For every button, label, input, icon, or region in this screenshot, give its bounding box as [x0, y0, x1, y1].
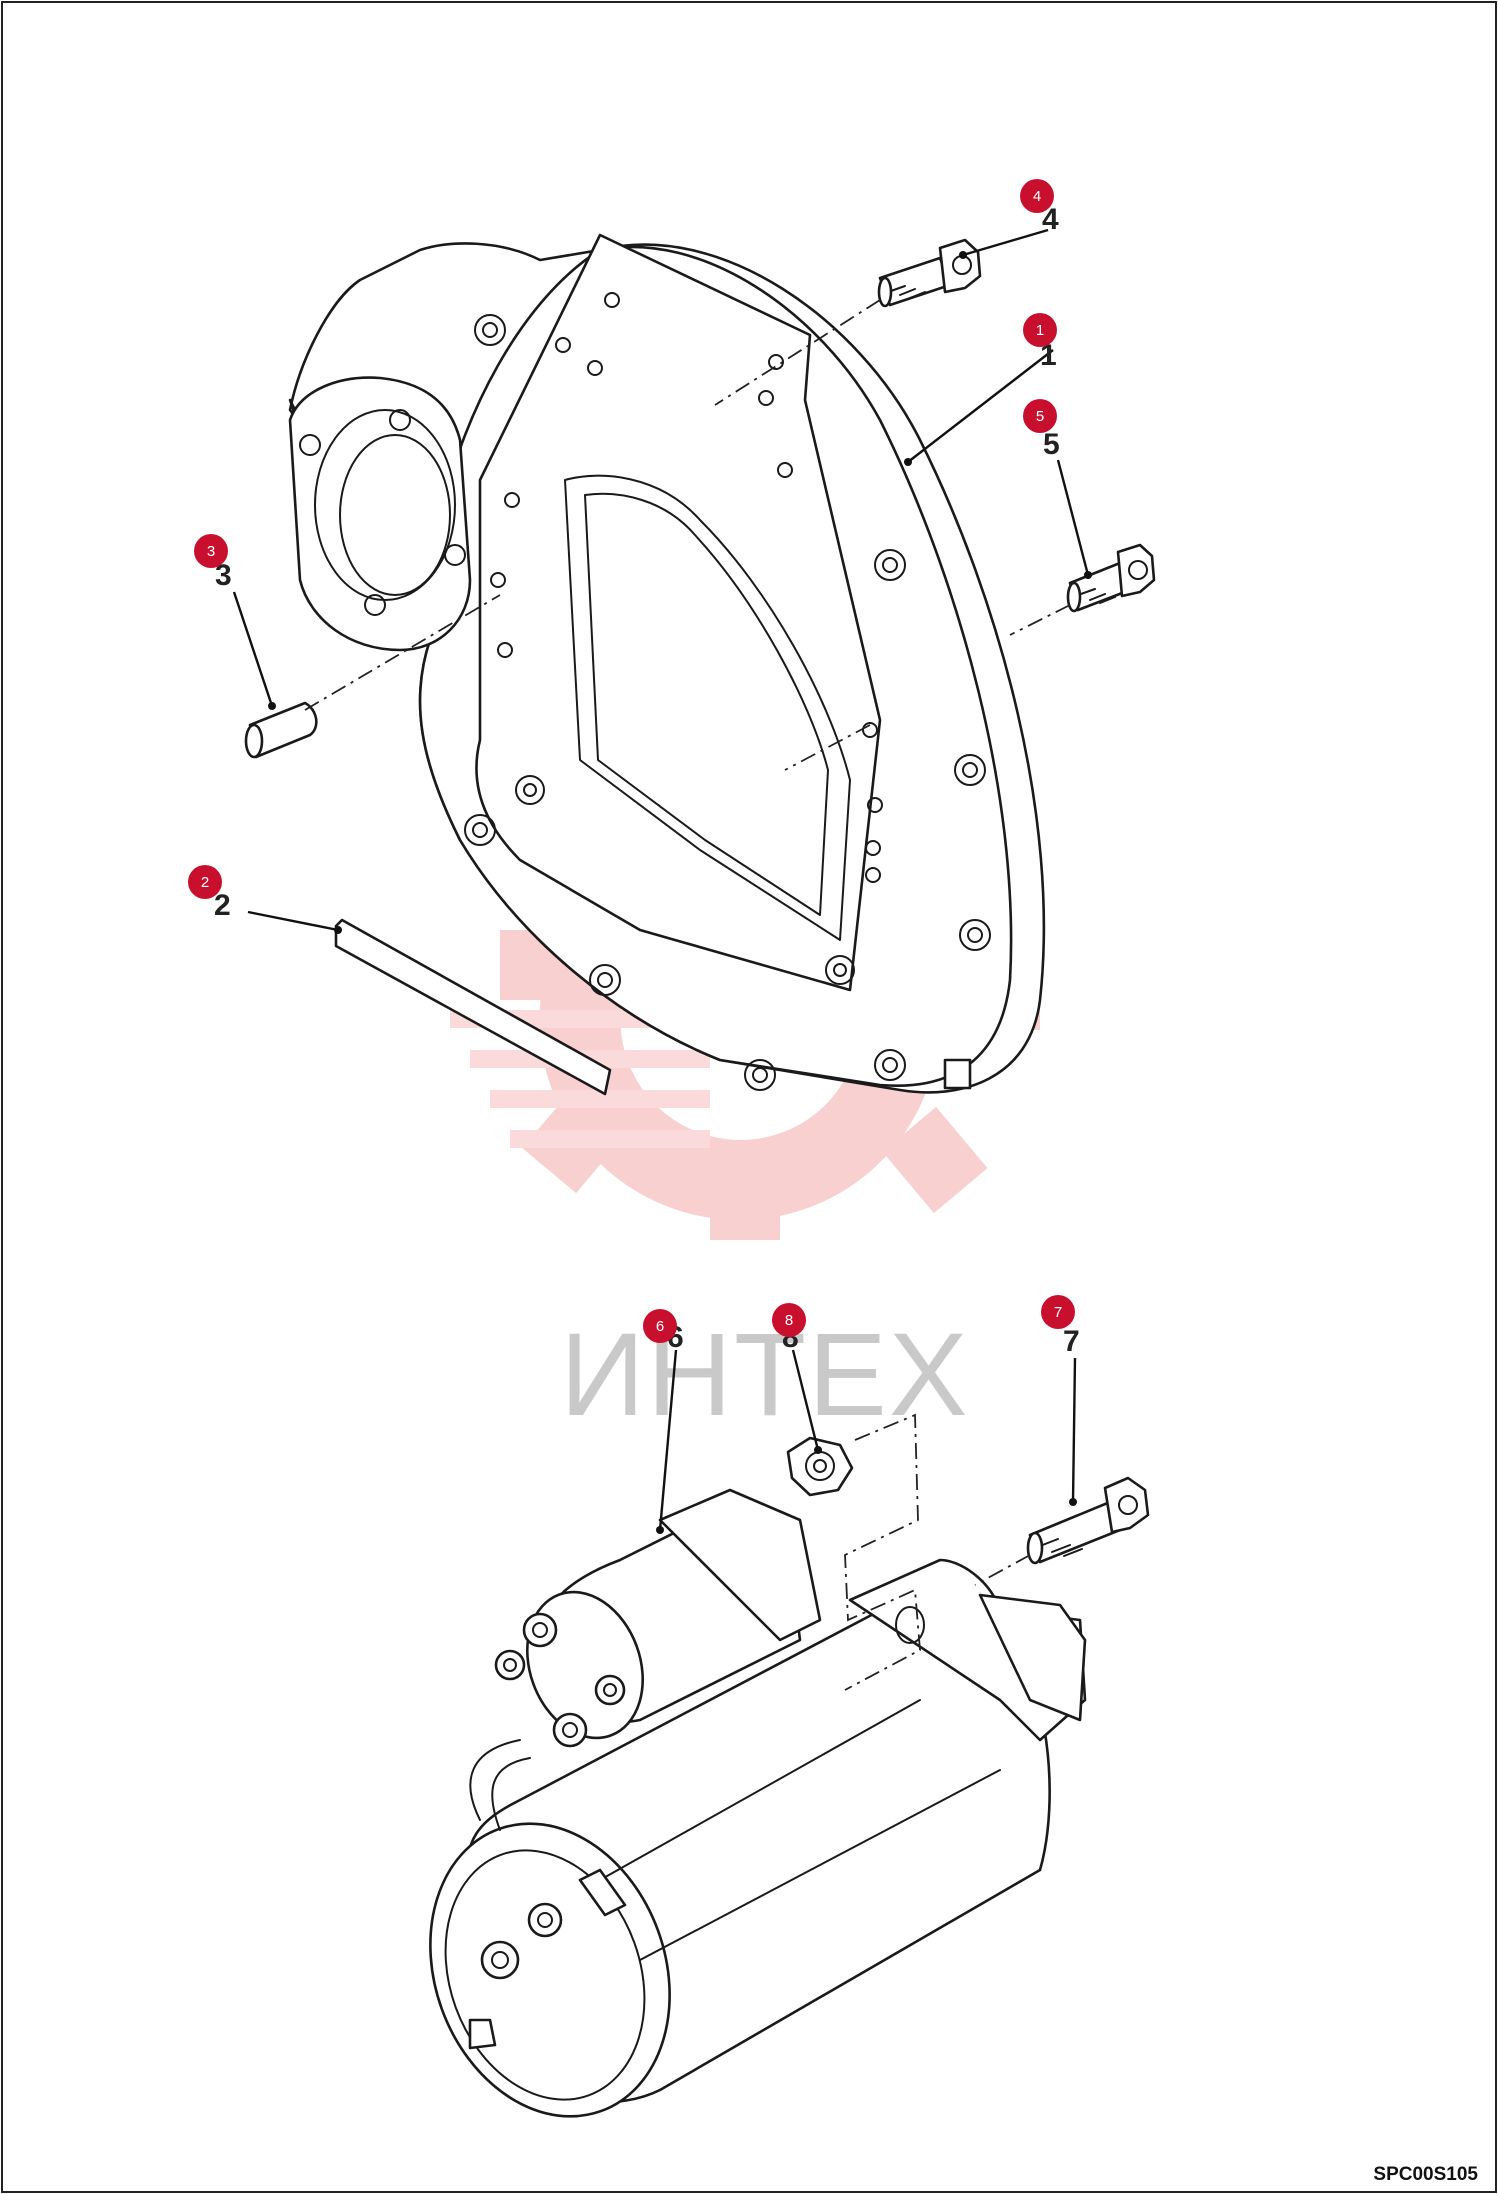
svg-text:6: 6 — [656, 1318, 664, 1335]
bolt-part-5 — [1066, 543, 1156, 613]
callout-badge-4[interactable]: 4 — [1020, 179, 1054, 213]
svg-text:5: 5 — [1036, 408, 1044, 425]
assembly-axes — [304, 299, 1071, 1691]
callout-2-number: 2 — [214, 889, 231, 922]
callout-badge-3[interactable]: 3 — [194, 534, 228, 568]
callout-badge-6[interactable]: 6 — [643, 1309, 677, 1343]
svg-text:1: 1 — [1036, 322, 1044, 339]
callout-badge-2[interactable]: 2 — [188, 865, 222, 899]
callout-3-number: 3 — [215, 559, 232, 592]
callout-badge-5[interactable]: 5 — [1023, 399, 1057, 433]
housing-bolt-holes — [464, 314, 991, 1091]
callout-1-number: 1 — [1040, 339, 1057, 372]
starter-motor — [429, 1488, 1087, 2118]
callout-badges[interactable]: 1 2 3 4 5 6 7 8 — [188, 179, 1075, 1343]
dowel-pin — [244, 701, 318, 759]
watermark-text: ИНТЕХ — [560, 1309, 970, 1441]
gasket-strip — [334, 918, 612, 1096]
callout-4-number: 4 — [1042, 203, 1059, 236]
svg-text:3: 3 — [207, 543, 215, 560]
callout-7-number: 7 — [1063, 1325, 1080, 1358]
drawing-code: SPC00S105 — [1373, 2164, 1478, 2185]
callout-badge-1[interactable]: 1 — [1023, 313, 1057, 347]
svg-text:2: 2 — [201, 874, 209, 891]
svg-text:4: 4 — [1033, 188, 1041, 205]
svg-text:7: 7 — [1054, 1304, 1062, 1321]
callout-leaders — [232, 228, 1092, 1534]
callout-5-number: 5 — [1043, 428, 1060, 461]
plate-holes — [490, 292, 883, 883]
callout-badge-7[interactable]: 7 — [1041, 1295, 1075, 1329]
bolt-part-7 — [1026, 1476, 1150, 1565]
svg-text:8: 8 — [785, 1312, 793, 1329]
callout-badge-8[interactable]: 8 — [772, 1303, 806, 1337]
flywheel-housing — [288, 233, 1046, 1094]
callout-numbers: 1 2 3 4 5 6 7 8 — [214, 203, 1080, 1358]
